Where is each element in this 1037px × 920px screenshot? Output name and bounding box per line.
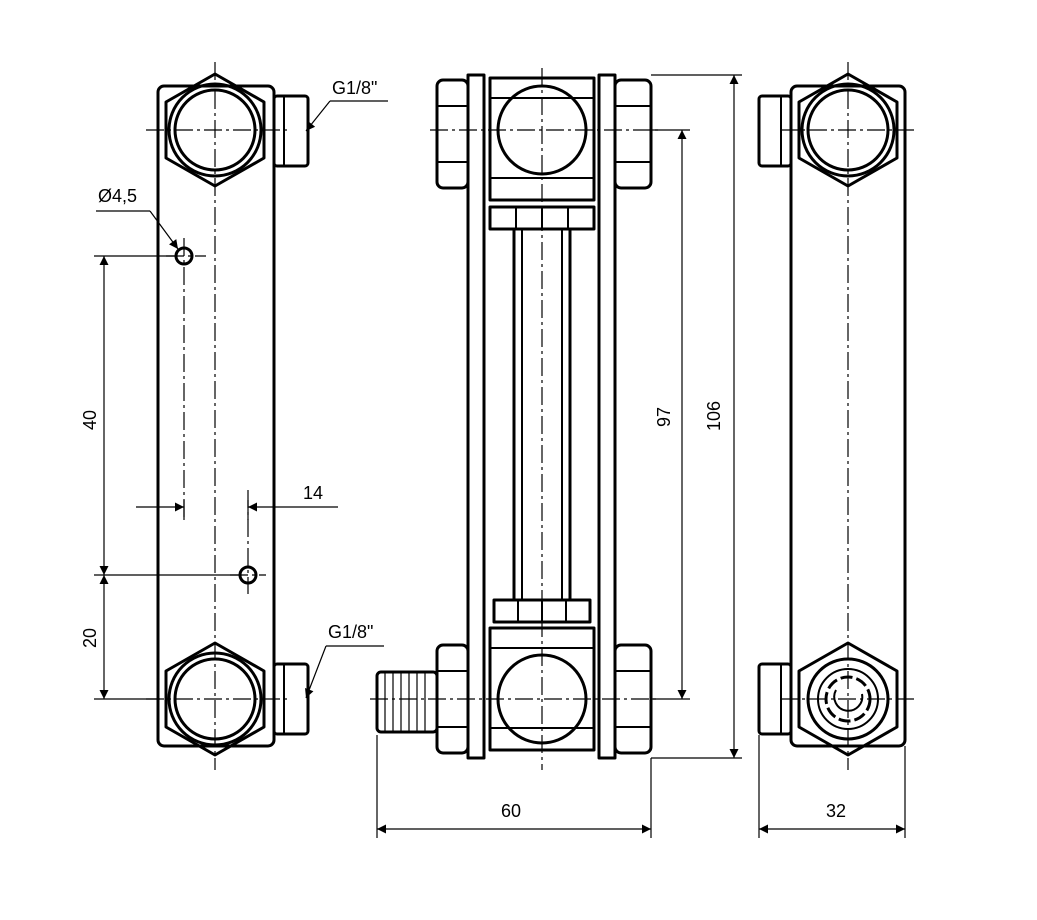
front-view: G1/8" Ø4,5 40 20 14 G1/8" <box>80 62 388 770</box>
overall-height-label: 106 <box>704 401 724 431</box>
hole-spacing-label: 40 <box>80 410 100 430</box>
overall-width-label: 32 <box>826 801 846 821</box>
back-view: 32 <box>757 62 918 838</box>
thread-label-bottom: G1/8" <box>328 622 373 642</box>
side-view: 97 106 60 <box>370 68 742 838</box>
hole-offset-label: 14 <box>303 483 323 503</box>
overall-depth-label: 60 <box>501 801 521 821</box>
hole-distance-label: 97 <box>654 407 674 427</box>
thread-label-top: G1/8" <box>332 78 377 98</box>
bottom-offset-label: 20 <box>80 628 100 648</box>
hole-diameter-label: Ø4,5 <box>98 186 137 206</box>
